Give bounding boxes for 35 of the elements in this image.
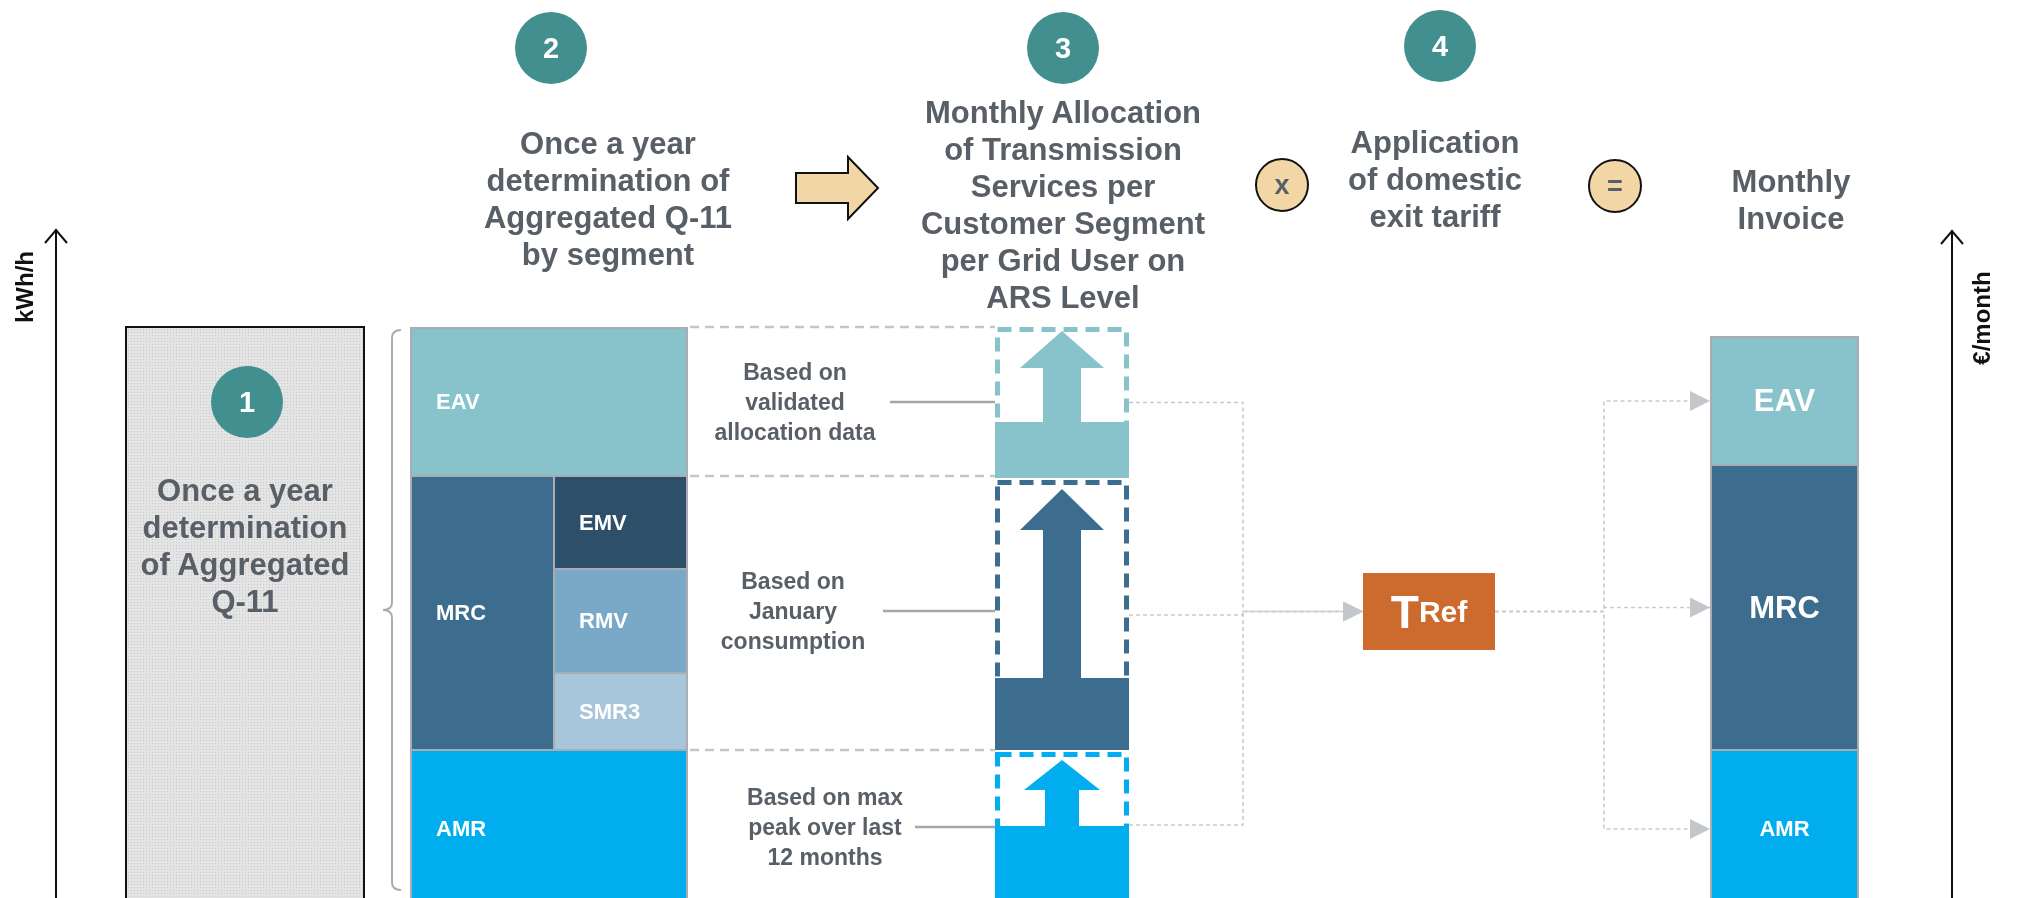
block-arrow xyxy=(795,154,880,222)
annotation-text: Based on max peak over last 12 months xyxy=(735,782,915,872)
segment-block: SMR3 xyxy=(553,672,688,751)
invoice-segment: AMR xyxy=(1710,749,1859,898)
leader-line xyxy=(883,609,995,613)
segment-block: EMV xyxy=(553,475,688,570)
aggregate-bar xyxy=(125,326,365,898)
step-heading: Monthly Allocation of Transmission Services per Customer Segment per Grid User on ARS Level xyxy=(878,94,1248,318)
allocation-column xyxy=(995,752,1129,898)
allocation-column xyxy=(995,327,1129,478)
step-heading: Application of domestic exit tariff xyxy=(1335,124,1535,274)
step-heading: Once a year determination of Aggregated Q-11 by segment xyxy=(420,125,796,275)
axis-label: kWh/h xyxy=(11,251,39,323)
step-heading: Monthly Invoice xyxy=(1706,163,1876,239)
annotation-text: Based on validated allocation data xyxy=(700,357,890,447)
segment-block: EAV xyxy=(410,327,688,477)
annotation-text: Based on January consumption xyxy=(703,566,883,656)
segment-block: MRC xyxy=(410,475,555,751)
connector-arrow xyxy=(1494,610,1711,839)
leader-line xyxy=(890,400,995,404)
step-number-badge: 4 xyxy=(1404,10,1476,82)
connector-arrow xyxy=(1128,601,1364,826)
step-number-badge: 2 xyxy=(515,12,587,84)
allocation-column xyxy=(995,480,1129,750)
step-description: Once a year determination of Aggregated Q-11 xyxy=(139,472,351,620)
operator-symbol: x xyxy=(1255,158,1309,212)
step-number-badge: 1 xyxy=(211,366,283,438)
operator-symbol: = xyxy=(1588,159,1642,213)
axis-label: €/month xyxy=(1967,271,1996,365)
segment-block: RMV xyxy=(553,568,688,674)
leader-line xyxy=(915,825,995,829)
invoice-segment: MRC xyxy=(1710,464,1859,751)
step-number-badge: 3 xyxy=(1027,12,1099,84)
segment-block: AMR xyxy=(410,749,688,898)
invoice-segment: EAV xyxy=(1710,336,1859,466)
